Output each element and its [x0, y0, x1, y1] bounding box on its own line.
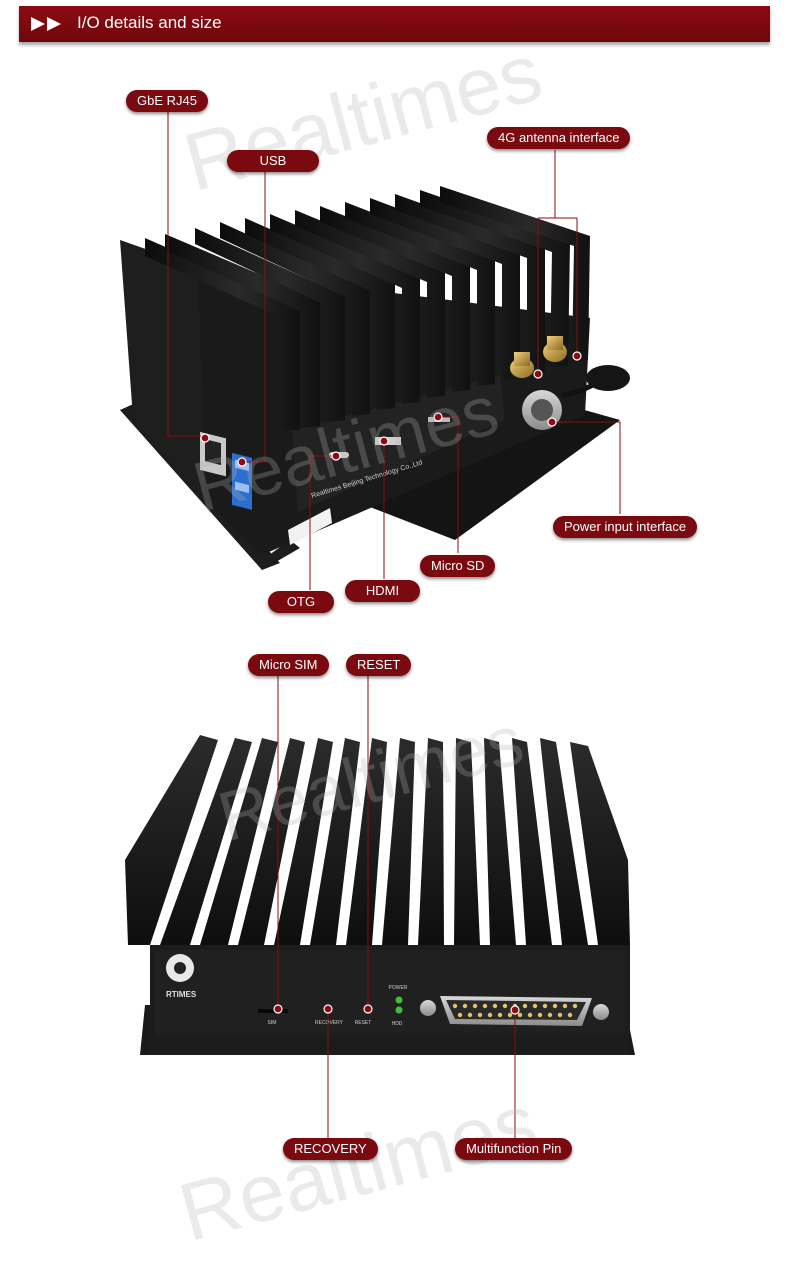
brand-logo-text: RTIMES [166, 990, 197, 999]
hdd-led-print: HDD [392, 1021, 403, 1027]
device-illustration: Realtimes Beijing Technology Co.,Ltd [120, 110, 635, 1138]
label-reset: RESET [346, 654, 412, 676]
sim-print: SIM [268, 1020, 277, 1026]
label-gbe-rj45: GbE RJ45 [126, 90, 208, 112]
callout-lines [167, 110, 621, 1138]
section-title: I/O details and size [77, 13, 222, 32]
label-hdmi: HDMI [345, 580, 420, 602]
label-otg: OTG [268, 591, 334, 613]
label-multifunction-pin: Multifunction Pin [455, 1138, 573, 1160]
label-4g-antenna: 4G antenna interface [487, 127, 631, 149]
label-recovery: RECOVERY [283, 1138, 378, 1160]
device-front-view: RTIMES SIM RECOVERY RESET POWER HDD [125, 735, 635, 1055]
device-top-view: Realtimes Beijing Technology Co.,Ltd [120, 186, 630, 570]
label-micro-sd: Micro SD [420, 555, 496, 577]
recovery-print: RECOVERY [315, 1020, 344, 1026]
label-micro-sim: Micro SIM [248, 654, 329, 676]
reset-print: RESET [355, 1020, 372, 1026]
section-header: I/O details and size [19, 6, 770, 42]
label-usb: USB [227, 150, 319, 172]
power-led-print: POWER [389, 985, 408, 991]
label-power-input: Power input interface [553, 516, 698, 538]
double-arrow-icon [31, 17, 61, 31]
